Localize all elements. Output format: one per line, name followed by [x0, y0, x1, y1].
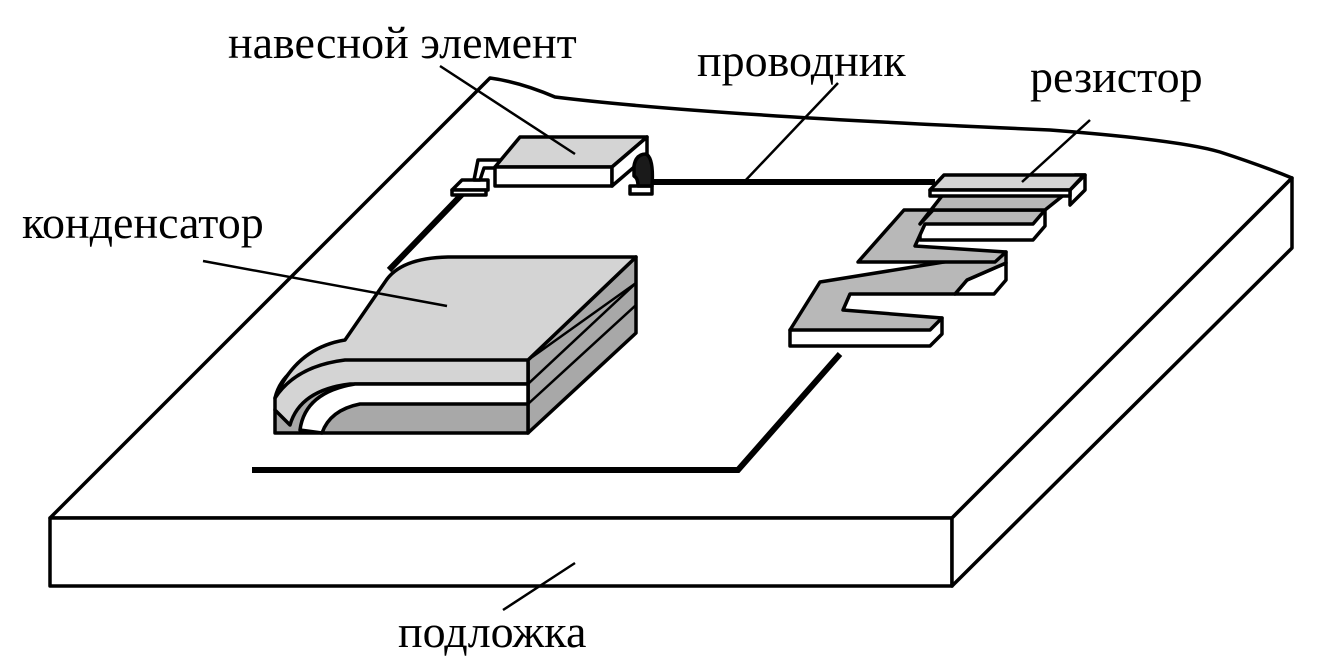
- labels: навесной элемент проводник резистор конд…: [22, 17, 1203, 657]
- leader-lines: [202, 64, 1091, 612]
- leader-conductor: [743, 82, 839, 183]
- resistor-top-terminal: [928, 173, 1086, 192]
- label-substrate: подложка: [398, 606, 586, 657]
- leader-resistor: [1021, 119, 1091, 183]
- capacitor-layer-line-1: [527, 281, 637, 362]
- label-resistor: резистор: [1030, 51, 1203, 102]
- label-capacitor: конденсатор: [22, 197, 264, 248]
- conductor-left-trace: [386, 183, 473, 273]
- leader-mounted-element: [439, 64, 576, 156]
- substrate-top-face: [48, 76, 1294, 520]
- label-mounted-element: навесной элемент: [228, 17, 577, 68]
- capacitor-top-face: [273, 255, 638, 400]
- label-conductor: проводник: [697, 35, 906, 86]
- conductor-loop-trace: [252, 352, 843, 473]
- mounted-element-front: [493, 165, 614, 188]
- mounted-element-lead-right: [632, 152, 655, 188]
- leader-substrate: [502, 561, 576, 612]
- leader-capacitor: [202, 259, 448, 308]
- substrate-side-face: [950, 176, 1294, 588]
- resistor-top-terminal-front: [928, 188, 1072, 198]
- mounted-element-pad-left-lower: [450, 188, 488, 197]
- capacitor-layer-line-3: [527, 304, 637, 405]
- substrate: [48, 76, 1294, 588]
- capacitor-layer-line-2: [527, 282, 637, 385]
- capacitor: [273, 255, 638, 435]
- resistor: [788, 173, 1087, 348]
- substrate-front-face: [48, 516, 954, 588]
